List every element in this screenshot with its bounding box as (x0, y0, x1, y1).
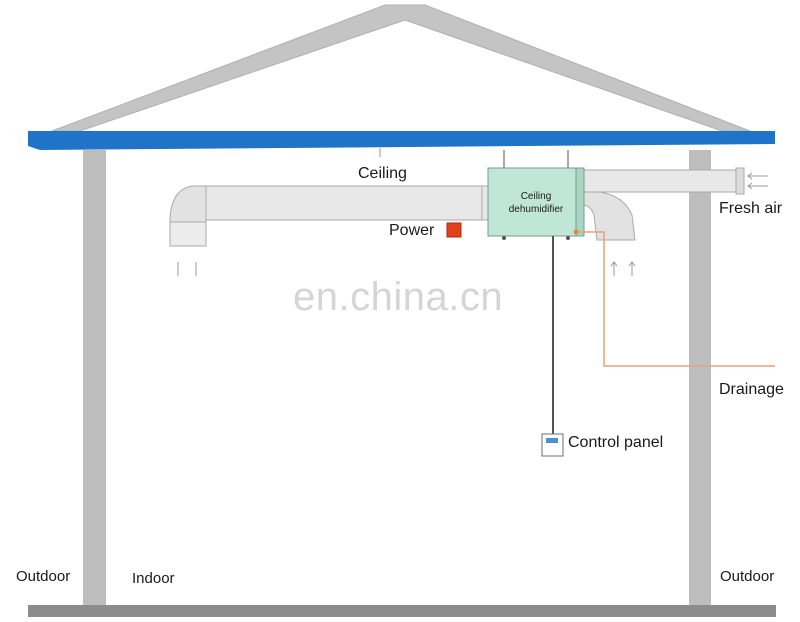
ground-line (28, 605, 776, 617)
unit-label-line2: dehumidifier (508, 204, 564, 215)
control-panel-label: Control panel (568, 434, 664, 451)
left-wall (83, 150, 106, 607)
right-wall (689, 150, 711, 607)
control-panel-box (541, 433, 564, 457)
watermark: en.china.cn (293, 275, 504, 319)
airflow-arrow-icon (177, 262, 197, 276)
airflow-arrow-icon (747, 172, 768, 190)
airflow-arrow-icon (610, 261, 636, 276)
fresh-air-duct (582, 169, 741, 193)
unit-bolt (502, 236, 506, 240)
power-box (446, 222, 462, 238)
return-duct-elbow (582, 191, 636, 241)
fresh-air-duct-end (735, 167, 745, 195)
ceiling-label: Ceiling (358, 165, 407, 182)
unit-label-line1: Ceiling (520, 191, 552, 202)
drainage-label: Drainage (719, 381, 784, 398)
unit-side-panel (575, 167, 585, 237)
roof-slab (28, 131, 775, 150)
drainage-pipe (578, 231, 775, 367)
outdoor-right-label: Outdoor (720, 568, 775, 585)
indoor-label: Indoor (132, 570, 175, 587)
supply-duct (205, 185, 489, 221)
control-panel-screen (546, 438, 558, 443)
power-label: Power (389, 222, 435, 239)
supply-duct-elbow (169, 185, 207, 223)
roof-gable (51, 4, 751, 132)
outdoor-left-label: Outdoor (16, 568, 71, 585)
unit-bolt (566, 236, 570, 240)
drain-outlet (573, 229, 579, 235)
supply-duct-outlet (169, 221, 207, 247)
fresh-air-label: Fresh air (719, 200, 783, 217)
